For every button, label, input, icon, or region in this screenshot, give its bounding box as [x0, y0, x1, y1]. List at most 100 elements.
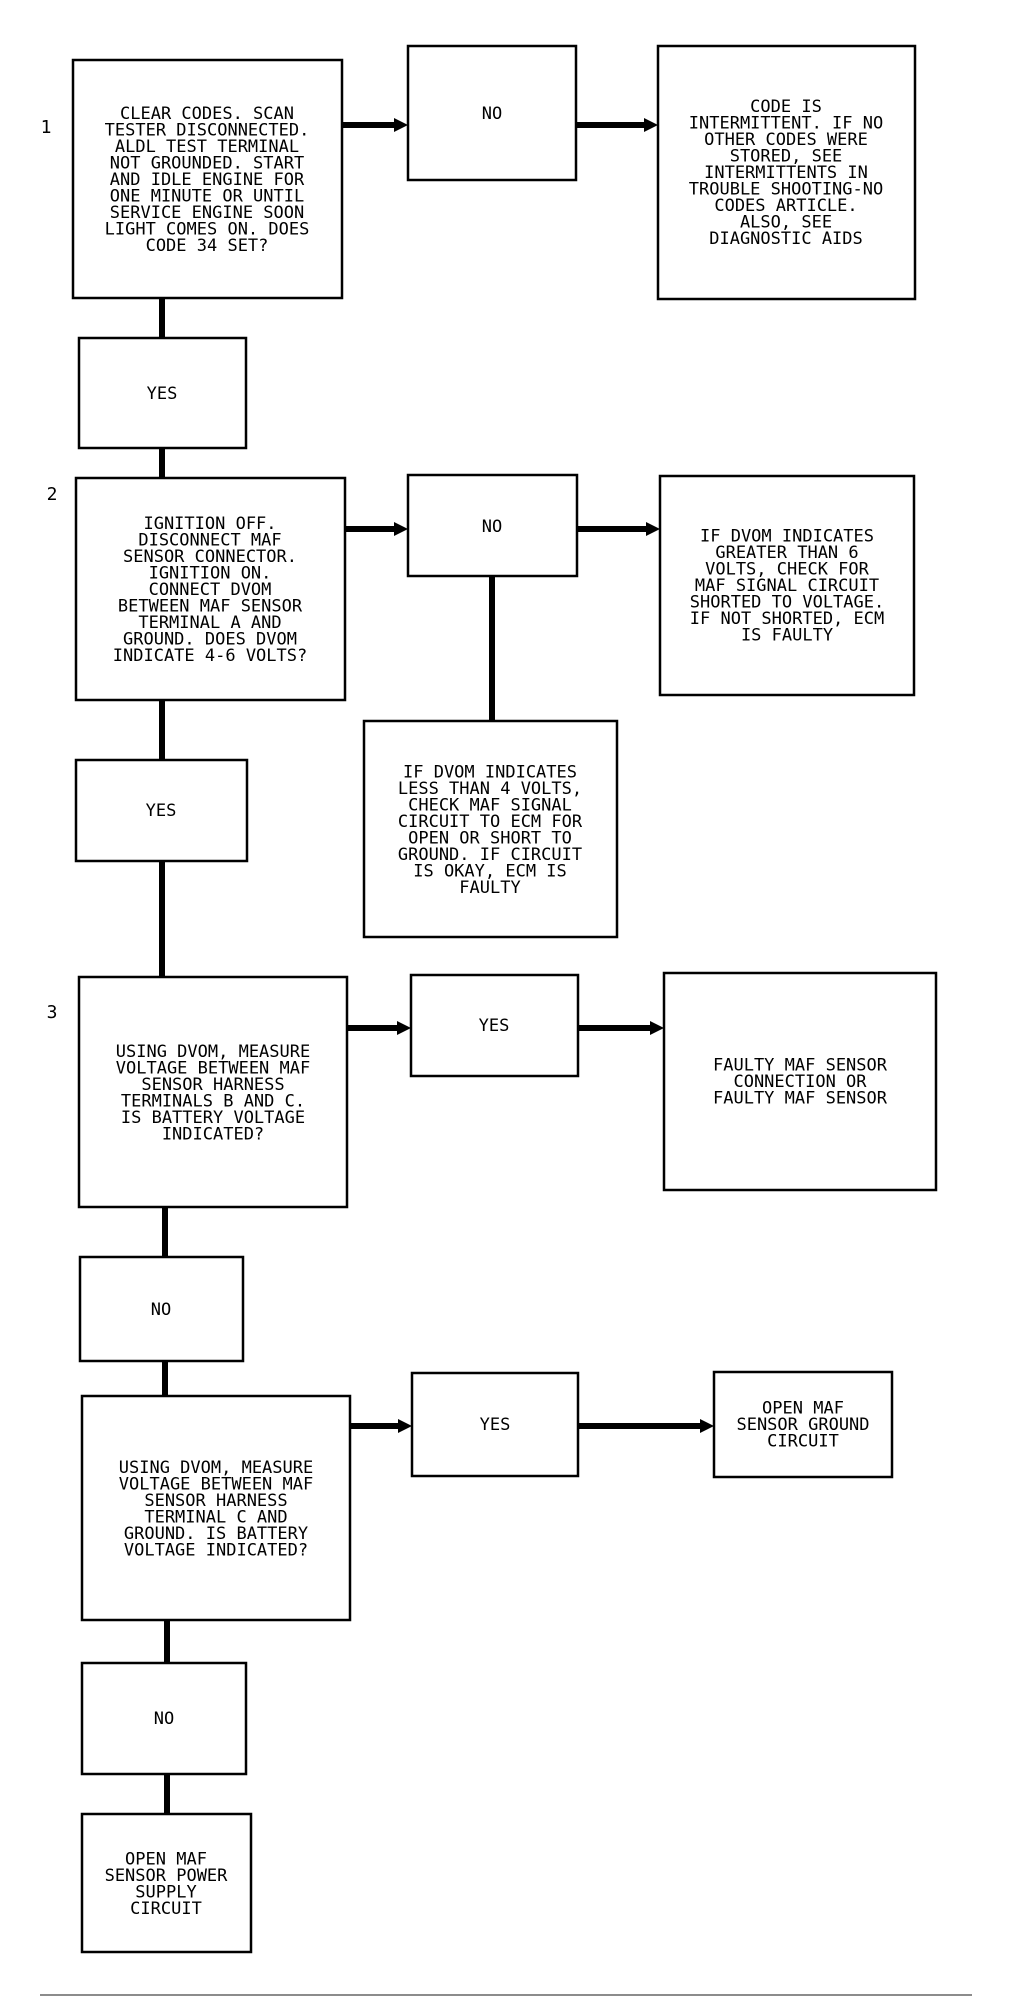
line-r2_low-4: OPEN OR SHORT TO: [408, 828, 572, 848]
line-r4-2: CIRCUIT: [767, 1432, 839, 1452]
line-r1-1: INTERMITTENT. IF NO: [689, 114, 883, 134]
line-r1-8: DIAGNOSTIC AIDS: [709, 229, 863, 249]
line-r4-0: OPEN MAF: [762, 1399, 844, 1419]
line-q4_no-0: NO: [154, 1709, 174, 1729]
line-q3-0: USING DVOM, MEASURE: [116, 1042, 310, 1062]
line-q3-4: IS BATTERY VOLTAGE: [121, 1108, 305, 1128]
arrow-q4-to-yes-head: [398, 1419, 412, 1433]
line-q2-5: BETWEEN MAF SENSOR: [118, 597, 303, 617]
line-q1_yes-0: YES: [147, 384, 178, 404]
line-r5-1: SENSOR POWER: [105, 1866, 229, 1886]
line-q4-2: SENSOR HARNESS: [144, 1491, 287, 1511]
arrow-q1-to-no-head: [394, 118, 408, 132]
line-q3-1: VOLTAGE BETWEEN MAF: [116, 1058, 310, 1078]
arrow-no-to-r1-head: [644, 118, 658, 132]
line-r2_low-0: IF DVOM INDICATES: [403, 762, 577, 782]
line-q1-0: CLEAR CODES. SCAN: [120, 104, 294, 124]
line-q1-7: LIGHT COMES ON. DOES: [105, 220, 310, 240]
line-q1_no-0: NO: [482, 104, 502, 124]
line-r2_high-6: IS FAULTY: [741, 626, 833, 646]
line-q2-7: GROUND. DOES DVOM: [123, 630, 297, 650]
line-q2_yes-0: YES: [146, 801, 177, 821]
line-q4-5: VOLTAGE INDICATED?: [124, 1540, 308, 1560]
arrow-no-to-r2-head: [646, 522, 660, 536]
line-r1-0: CODE IS: [750, 97, 822, 117]
line-q2-0: IGNITION OFF.: [143, 514, 276, 534]
q1-yes-label: YES: [147, 384, 178, 404]
line-r2_high-2: VOLTS, CHECK FOR: [705, 560, 870, 580]
q4-yes-label: YES: [480, 1415, 511, 1435]
line-r3-0: FAULTY MAF SENSOR: [713, 1056, 888, 1076]
line-q1-1: TESTER DISCONNECTED.: [105, 121, 310, 141]
line-r3-1: CONNECTION OR: [733, 1072, 867, 1092]
q2-yes-label: YES: [146, 801, 177, 821]
box-q3-no: NO: [78, 1255, 245, 1363]
line-q4-3: TERMINAL C AND: [144, 1507, 287, 1527]
line-r2_low-1: LESS THAN 4 VOLTS,: [398, 779, 582, 799]
q3-yes-label: YES: [479, 1016, 510, 1036]
box-q1-yes: YES: [77, 336, 248, 450]
box-q4-yes: YES: [410, 1371, 580, 1478]
q4-no-label: NO: [154, 1709, 174, 1729]
line-r3-2: FAULTY MAF SENSOR: [713, 1089, 888, 1109]
box-q2-no: NO: [406, 473, 579, 578]
box-q1-no: NO: [406, 44, 578, 182]
line-r5-0: OPEN MAF: [125, 1849, 207, 1869]
line-r1-7: ALSO, SEE: [740, 213, 832, 233]
line-q1-2: ALDL TEST TERMINAL: [115, 137, 299, 157]
box-q3-yes: YES: [409, 973, 580, 1078]
step-number-1: 1: [41, 117, 52, 138]
line-q2-1: DISCONNECT MAF: [138, 531, 281, 551]
box-q2-yes: YES: [74, 758, 249, 863]
step-number-2: 2: [47, 484, 58, 505]
line-q4-4: GROUND. IS BATTERY: [124, 1524, 308, 1544]
line-r5-2: SUPPLY: [135, 1882, 196, 1902]
box-q4-no: NO: [80, 1661, 248, 1776]
arrow-q3-to-yes-head: [397, 1021, 411, 1035]
line-q3_yes-0: YES: [479, 1016, 510, 1036]
line-q2-6: TERMINAL A AND: [138, 613, 281, 633]
line-q2-4: CONNECT DVOM: [149, 580, 272, 600]
line-r2_high-4: SHORTED TO VOLTAGE.: [690, 593, 884, 613]
line-q3-2: SENSOR HARNESS: [141, 1075, 284, 1095]
arrow-yes-to-r4-head: [700, 1419, 714, 1433]
line-q2-3: IGNITION ON.: [149, 564, 272, 584]
line-r2_high-5: IF NOT SHORTED, ECM: [690, 609, 884, 629]
line-r1-5: TROUBLE SHOOTING-NO: [689, 180, 883, 200]
line-r1-2: OTHER CODES WERE: [704, 130, 868, 150]
line-r2_low-3: CIRCUIT TO ECM FOR: [398, 812, 583, 832]
line-r1-4: INTERMITTENTS IN: [704, 163, 868, 183]
line-r2_low-7: FAULTY: [459, 878, 520, 898]
line-q3_no-0: NO: [151, 1300, 171, 1320]
line-q1-6: SERVICE ENGINE SOON: [110, 203, 304, 223]
line-r2_low-5: GROUND. IF CIRCUIT: [398, 845, 582, 865]
line-q4_yes-0: YES: [480, 1415, 511, 1435]
connectors: [159, 118, 714, 1814]
line-q2-2: SENSOR CONNECTOR.: [123, 547, 297, 567]
q2-no-label: NO: [482, 517, 502, 537]
line-r2_high-3: MAF SIGNAL CIRCUIT: [695, 576, 879, 596]
line-q2_no-0: NO: [482, 517, 502, 537]
line-q4-1: VOLTAGE BETWEEN MAF: [119, 1474, 313, 1494]
line-q4-0: USING DVOM, MEASURE: [119, 1458, 313, 1478]
